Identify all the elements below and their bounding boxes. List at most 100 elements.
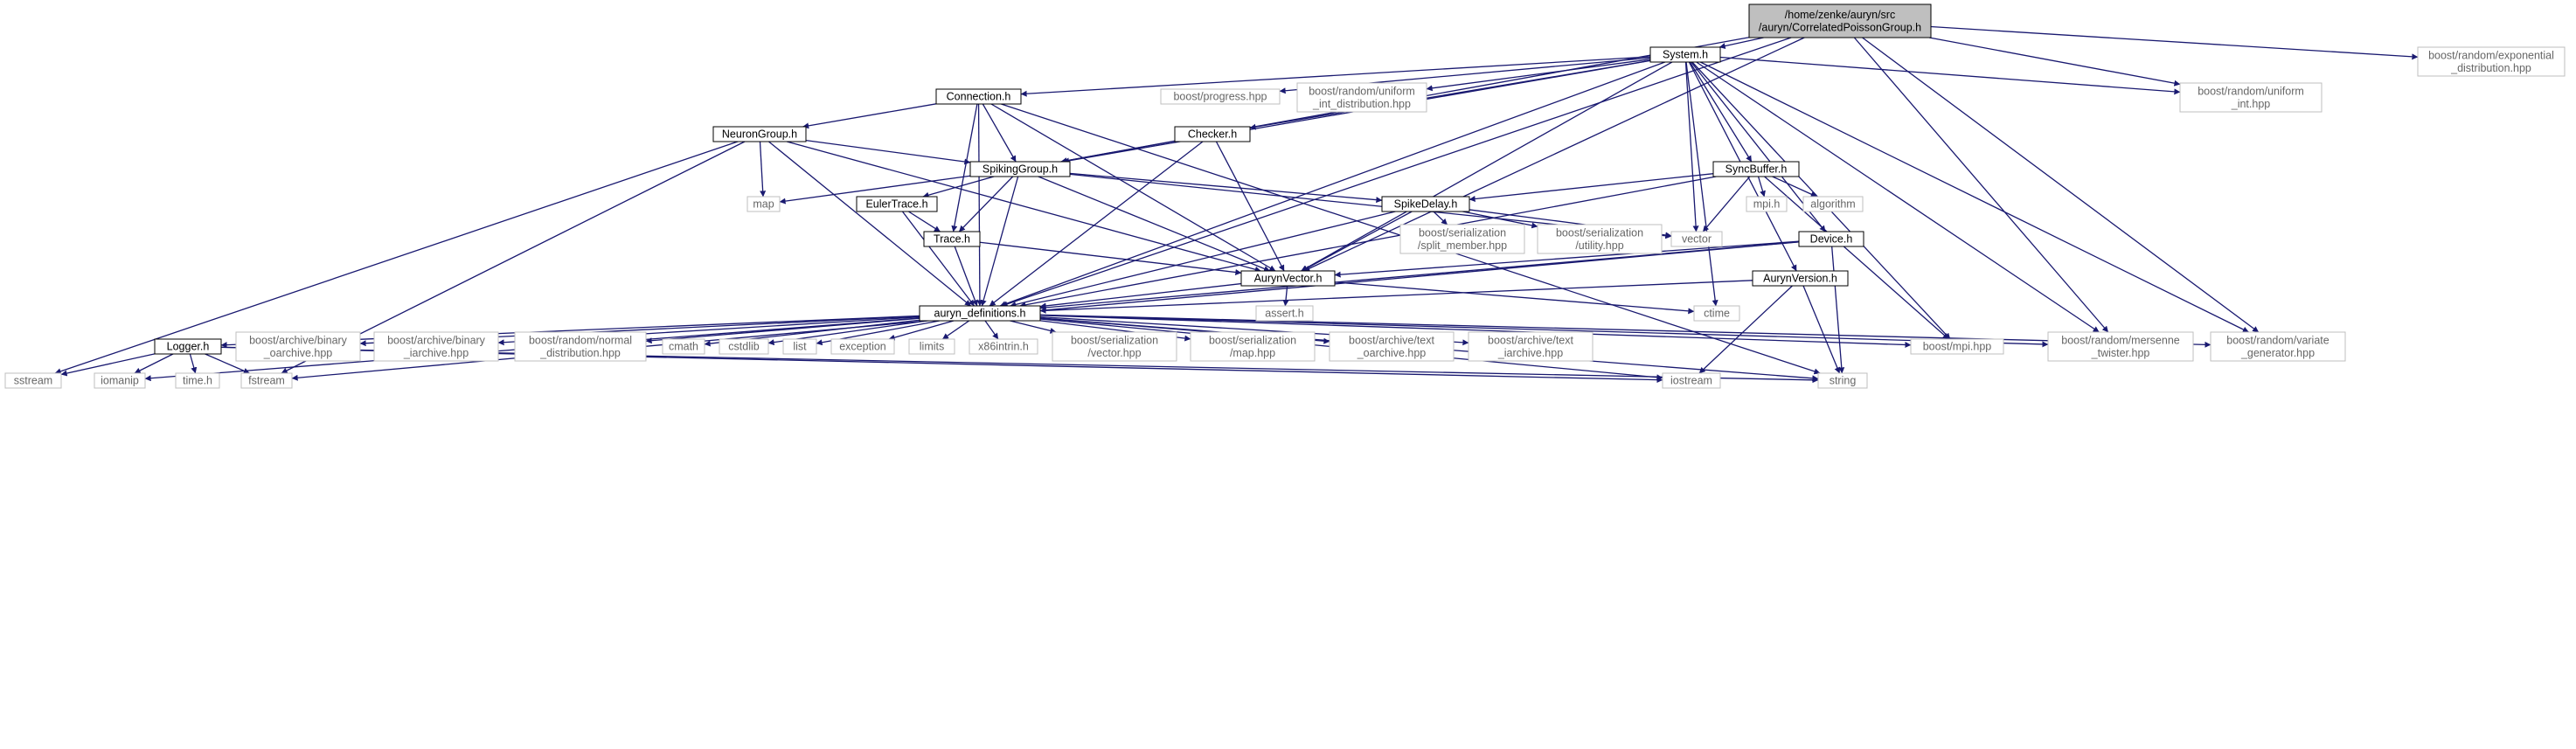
edge-system-to-connection (1020, 56, 1651, 97)
node-label: boost/serialization (1419, 226, 1506, 239)
node-neurongroup[interactable]: NeuronGroup.h (712, 126, 807, 142)
node-label: cstdlib (728, 341, 759, 353)
edge-root-to-variate (1862, 37, 2260, 333)
node-checker[interactable]: Checker.h (1174, 126, 1251, 142)
node-root: /home/zenke/auryn/src/auryn/CorrelatedPo… (1748, 3, 1932, 38)
node-iomanip: iomanip (94, 372, 146, 389)
node-box (1296, 82, 1427, 113)
node-label: ctime (1704, 308, 1730, 320)
node-label: iomanip (101, 375, 139, 387)
node-label: /home/zenke/auryn/src (1785, 9, 1895, 21)
node-sermap: boost/serialization/map.hpp (1190, 331, 1316, 362)
edge-aurynversion-to-iostream (1698, 285, 1793, 374)
edge-system-to-mersenne (1696, 61, 2100, 333)
node-label: assert.h (1265, 308, 1304, 320)
node-label: boost/random/mersenne (2061, 334, 2180, 346)
node-box (1662, 372, 1721, 389)
node-label: cmath (669, 341, 698, 353)
node-box (1160, 88, 1281, 105)
edge-checker-to-spikinggroup (1060, 140, 1176, 164)
node-timeh: time.h (175, 372, 220, 389)
node-defs[interactable]: auryn_definitions.h (919, 305, 1041, 322)
node-label: NeuronGroup.h (722, 128, 797, 141)
node-label: AurynVersion.h (1763, 273, 1837, 285)
edge-spikedelay-to-aurynvector (1301, 211, 1413, 272)
node-label: boost/archive/binary (249, 334, 348, 346)
node-label: boost/random/normal (529, 334, 632, 346)
node-sstream: sstream (4, 372, 62, 389)
node-label: /utility.hpp (1575, 239, 1623, 252)
node-label: limits (920, 341, 944, 353)
edge-system-to-uint (1719, 56, 2181, 95)
node-label: boost/random/exponential (2428, 49, 2554, 61)
node-box (1329, 331, 1455, 362)
node-box (514, 331, 647, 362)
edge-aurynversion-to-string (1802, 285, 1841, 374)
node-box (2047, 331, 2194, 362)
node-mpihpp: boost/mpi.hpp (1910, 338, 2004, 355)
node-label: _iarchive.hpp (1497, 347, 1563, 359)
node-splitmember: boost/serialization/split_member.hpp (1399, 224, 1525, 254)
edge-system-to-defs (999, 61, 1666, 307)
edge-connection-to-defs (976, 103, 983, 307)
node-label: list (793, 341, 807, 353)
edge-connection-to-aurynvector (990, 103, 1276, 272)
node-iostream: iostream (1662, 372, 1721, 389)
node-box (1802, 196, 1864, 212)
edge-logger-to-timeh (189, 353, 198, 374)
node-aurynversion[interactable]: AurynVersion.h (1752, 270, 1849, 287)
edge-trace-to-defs (954, 246, 978, 307)
edge-syncbuffer-to-vector (1702, 176, 1751, 232)
node-label: boost/serialization (1209, 334, 1296, 346)
node-box (919, 305, 1041, 322)
node-mpih: mpi.h (1746, 196, 1788, 212)
node-connection[interactable]: Connection.h (935, 88, 1022, 105)
node-box (1190, 331, 1316, 362)
edge-device-to-string (1831, 246, 1845, 374)
edge-neurongroup-to-aurynvector (786, 141, 1261, 273)
node-label: _int.hpp (2231, 98, 2271, 110)
node-assert: assert.h (1255, 305, 1314, 322)
edge-device-to-aurynvector (1334, 240, 1800, 278)
node-label: _distribution.hpp (2450, 62, 2531, 74)
node-label: SyncBuffer.h (1725, 163, 1788, 176)
edge-connection-to-neurongroup (802, 103, 937, 129)
node-label: SpikeDelay.h (1394, 198, 1458, 211)
node-box (719, 338, 769, 355)
edge-defs-to-exception (888, 320, 955, 341)
edge-syncbuffer-to-algorithm (1772, 176, 1817, 198)
node-logger[interactable]: Logger.h (154, 338, 222, 355)
node-cmath: cmath (662, 338, 705, 355)
edge-syncbuffer-to-mpihpp (1764, 176, 1949, 340)
node-box (1746, 196, 1788, 212)
node-eulertrace[interactable]: EulerTrace.h (856, 196, 938, 212)
node-box (1752, 270, 1849, 287)
node-binoarch: boost/archive/binary_oarchive.hpp (235, 331, 361, 362)
node-label: _generator.hpp (2240, 347, 2315, 359)
node-label: boost/random/variate (2226, 334, 2329, 346)
node-label: mpi.h (1753, 198, 1781, 211)
node-list: list (782, 338, 817, 355)
node-spikedelay[interactable]: SpikeDelay.h (1381, 196, 1470, 212)
edge-spikinggroup-to-defs (980, 176, 1019, 307)
edge-aurynversion-to-defs (1039, 280, 1753, 314)
node-label: algorithm (1810, 198, 1855, 211)
node-syncbuffer[interactable]: SyncBuffer.h (1712, 161, 1800, 177)
edge-defs-to-servector (1010, 320, 1057, 334)
edge-defs-to-limits (941, 320, 970, 340)
node-box (154, 338, 222, 355)
node-system[interactable]: System.h (1649, 46, 1721, 63)
node-spikinggroup[interactable]: SpikingGroup.h (969, 161, 1071, 177)
node-trace[interactable]: Trace.h (923, 231, 981, 247)
edge-system-to-vector (1684, 61, 1699, 232)
node-aurynvector[interactable]: AurynVector.h (1240, 270, 1336, 287)
node-label: /map.hpp (1230, 347, 1275, 359)
node-device[interactable]: Device.h (1798, 231, 1864, 247)
node-exp: boost/random/exponential_distribution.hp… (2417, 46, 2566, 77)
node-label: /vector.hpp (1087, 347, 1141, 359)
edge-aurynvector-to-defs (1039, 282, 1242, 309)
node-label: boost/mpi.hpp (1923, 341, 1992, 353)
node-box (856, 196, 938, 212)
node-box (1468, 331, 1594, 362)
node-box (935, 88, 1022, 105)
